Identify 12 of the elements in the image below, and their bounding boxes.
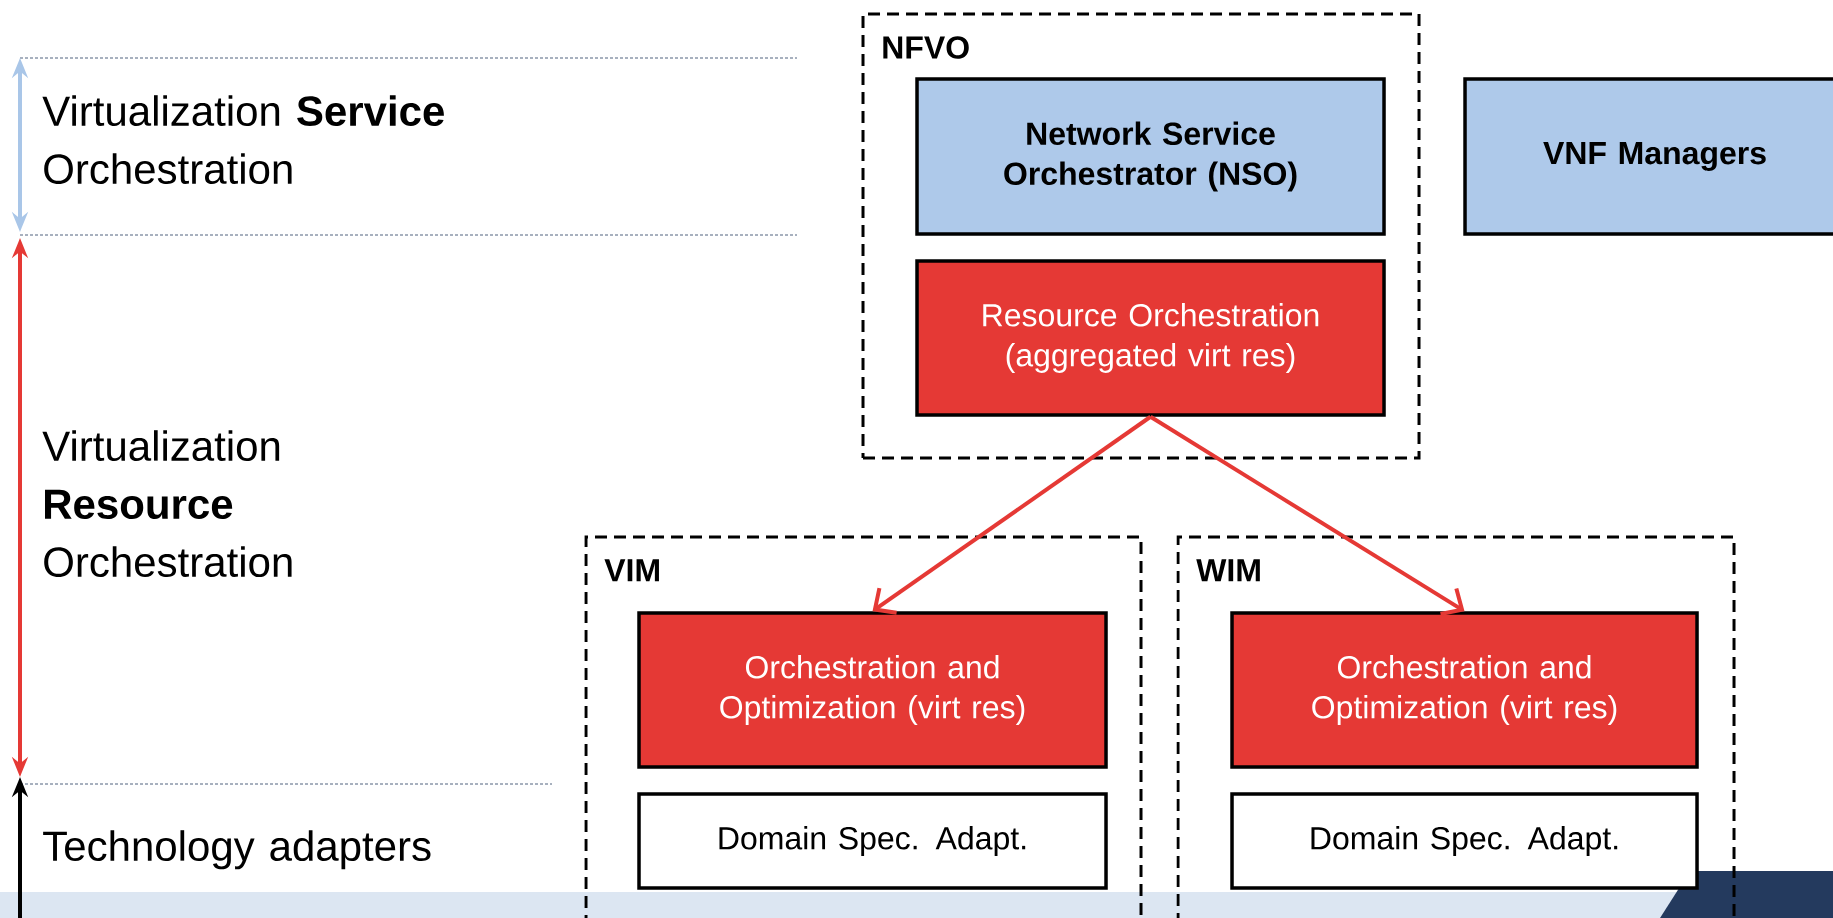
side-label: Technology adapters [43, 830, 431, 870]
process-box: Network Service Orchestrator (NSO) [915, 77, 1386, 236]
process-box: Domain Spec. Adapt. [1230, 792, 1699, 890]
side-label: Virtualization Service Orchestration [42, 95, 444, 185]
process-box: Domain Spec. Adapt. [637, 792, 1108, 890]
arrow [872, 415, 1152, 615]
process-box: Orchestration and Optimization (virt res) [1230, 611, 1699, 769]
side-label: Virtualization Resource Orchestration [42, 430, 292, 578]
process-box: Orchestration and Optimization (virt res) [637, 611, 1108, 769]
process-box: Resource Orchestration (aggregated virt res) [915, 259, 1386, 417]
process-box: VNF Managers [1463, 77, 1833, 236]
arrow [1149, 415, 1465, 616]
